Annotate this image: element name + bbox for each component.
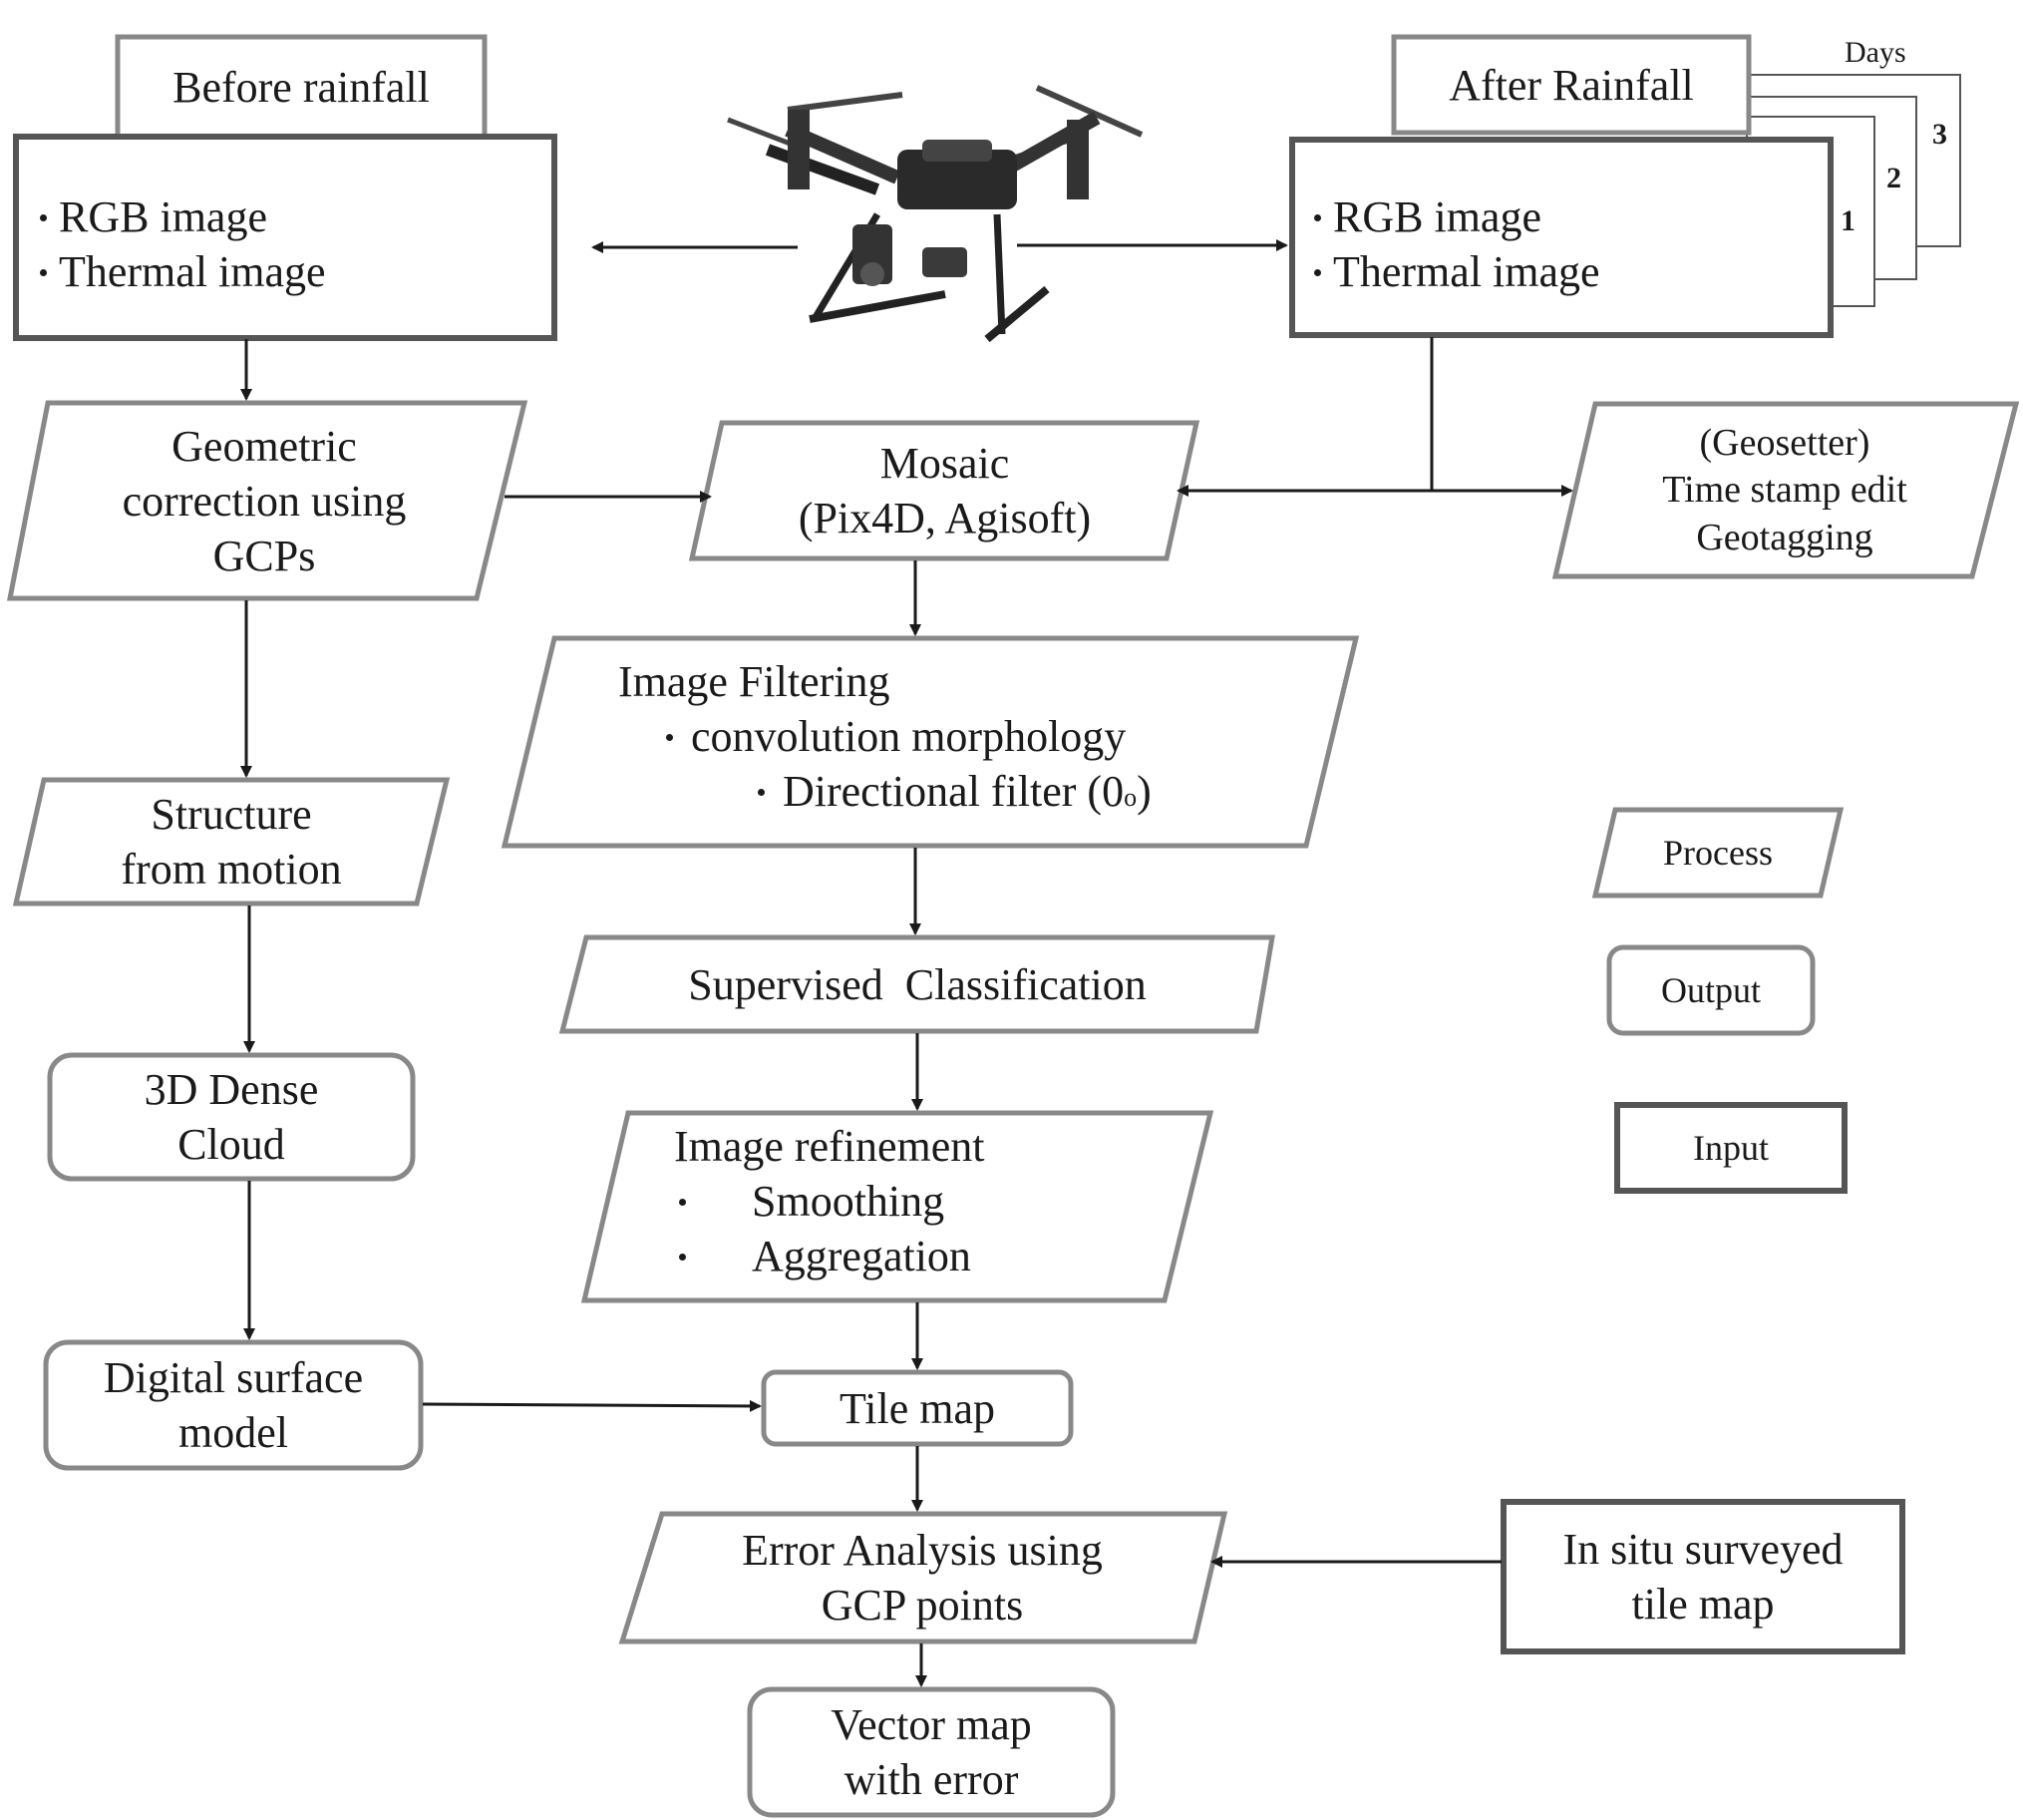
drone-icon bbox=[727, 85, 1144, 343]
classification-label: Supervised Classification bbox=[688, 959, 1147, 1009]
dense-cloud-label: 3D Dense Cloud bbox=[144, 1065, 319, 1169]
geosetter-process bbox=[1551, 401, 2020, 579]
before-rainfall-tab bbox=[115, 34, 488, 140]
legend-output-label: Output bbox=[1660, 969, 1761, 1010]
filter-item-convolution: convolution morphology bbox=[666, 709, 1152, 764]
sfm-label: Structure from motion bbox=[121, 790, 342, 894]
error-analysis-process bbox=[618, 1511, 1228, 1644]
before-thermal-item: Thermal image bbox=[40, 244, 326, 299]
tile-map-output bbox=[761, 1369, 1074, 1447]
refinement-item-aggregation: Aggregation bbox=[679, 1229, 985, 1283]
after-rainfall-title-text: After Rainfall bbox=[1449, 60, 1694, 110]
legend-process-shape bbox=[1591, 807, 1845, 899]
legend-process-label: Process bbox=[1663, 832, 1773, 873]
before-rgb-item: RGB image bbox=[40, 189, 267, 244]
image-refinement-label: Image refinement Smoothing Aggregation bbox=[674, 1119, 985, 1283]
before-rainfall-title-text: Before rainfall bbox=[172, 62, 430, 112]
geometric-correction-label: Geometric correction using GCPs bbox=[122, 422, 407, 580]
day-2-label: 2 bbox=[1886, 162, 1901, 194]
dense-cloud-output bbox=[47, 1052, 416, 1182]
in-situ-label: In situ surveyed tile map bbox=[1562, 1525, 1844, 1629]
vector-map-output bbox=[747, 1686, 1116, 1818]
after-rgb-item: RGB image bbox=[1314, 189, 1541, 244]
day-3-label: 3 bbox=[1932, 118, 1947, 151]
mosaic-process bbox=[688, 420, 1200, 561]
days-label: Days bbox=[1845, 36, 1906, 69]
image-filtering-title: Image Filtering bbox=[618, 657, 890, 706]
refinement-item-smoothing: Smoothing bbox=[679, 1174, 985, 1229]
classification-process bbox=[558, 934, 1275, 1034]
image-filtering-label: Image Filtering convolution morphology D… bbox=[618, 654, 1152, 819]
in-situ-input bbox=[1501, 1499, 1905, 1654]
image-refinement-title: Image refinement bbox=[674, 1122, 985, 1171]
after-rainfall-items: RGB image Thermal image bbox=[1314, 180, 1813, 309]
error-analysis-label: Error Analysis using GCP points bbox=[742, 1526, 1103, 1630]
geosetter-label: (Geosetter) Time stamp edit Geotagging bbox=[1662, 421, 1907, 558]
mosaic-label: Mosaic (Pix4D, Agisoft) bbox=[798, 439, 1092, 543]
dsm-label: Digital surface model bbox=[103, 1353, 364, 1457]
sfm-process bbox=[12, 777, 451, 907]
image-refinement-process bbox=[580, 1110, 1214, 1303]
image-filtering-process bbox=[501, 635, 1360, 849]
geometric-correction-process bbox=[6, 400, 528, 601]
day-1-label: 1 bbox=[1841, 204, 1855, 237]
legend-output-shape bbox=[1606, 944, 1816, 1036]
after-rainfall-input-box bbox=[1289, 137, 1834, 338]
after-thermal-item: Thermal image bbox=[1314, 244, 1600, 299]
dsm-output bbox=[43, 1339, 424, 1471]
legend-input-shape bbox=[1614, 1102, 1848, 1194]
after-rainfall-title: After Rainfall bbox=[1394, 37, 1749, 133]
before-rainfall-items: RGB image Thermal image bbox=[40, 180, 538, 309]
vector-map-label: Vector map with error bbox=[831, 1700, 1032, 1804]
before-rainfall-title: Before rainfall bbox=[118, 37, 485, 137]
arrow-dsm-to-tilemap bbox=[422, 1399, 762, 1412]
after-rainfall-tab bbox=[1391, 34, 1752, 136]
tile-map-label: Tile map bbox=[839, 1383, 996, 1433]
legend-input-label: Input bbox=[1693, 1127, 1769, 1168]
before-rainfall-input-box bbox=[13, 134, 557, 341]
